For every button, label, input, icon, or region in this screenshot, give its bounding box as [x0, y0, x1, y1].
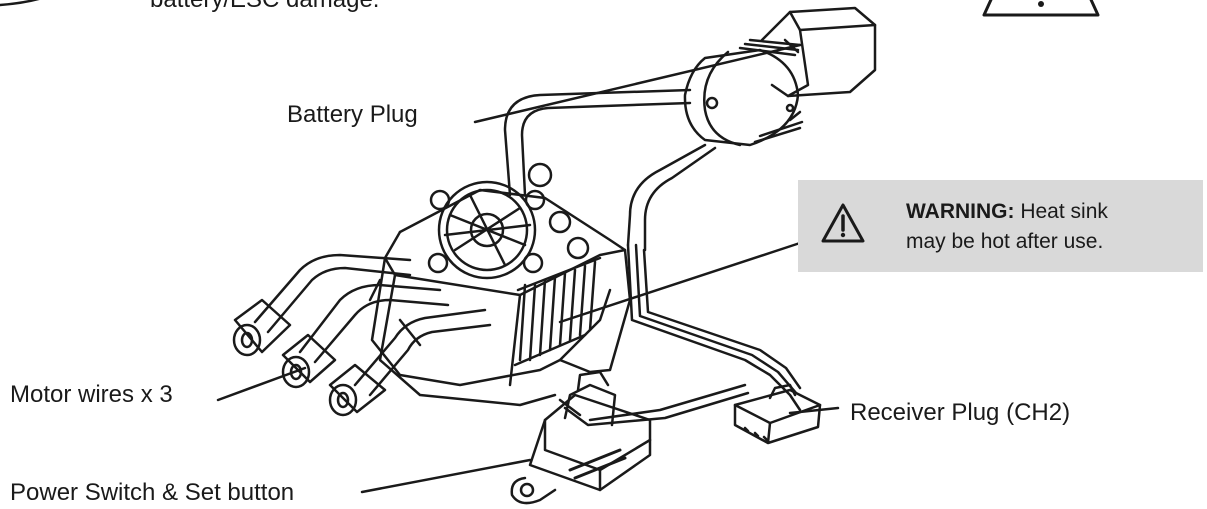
label-motor-wires: Motor wires x 3: [10, 381, 173, 408]
label-battery-plug: Battery Plug: [287, 101, 418, 128]
motor-wires: [232, 253, 492, 417]
warning-box: WARNING: Heat sink may be hot after use.: [798, 180, 1203, 272]
warning-text: WARNING: Heat sink may be hot after use.: [906, 197, 1108, 257]
label-power-switch: Power Switch & Set button: [10, 479, 295, 506]
warning-leader: [558, 241, 802, 324]
battery-plug: [683, 6, 877, 147]
esc-body: [370, 162, 632, 407]
battery-plug-leader: [473, 43, 802, 124]
receiver-plug-leader: [788, 406, 840, 415]
warning-icon: [821, 203, 865, 243]
motor-wires-leader: [216, 366, 307, 402]
top-text: battery/ESC damage.: [150, 0, 379, 14]
warning-line2: may be hot after use.: [906, 230, 1104, 253]
warning-triangle-icon: [982, 0, 1100, 17]
label-receiver-plug: Receiver Plug (CH2): [850, 399, 1071, 426]
power-switch-leader: [360, 458, 532, 494]
warning-heading: WARNING:: [906, 200, 1015, 223]
warning-line1: Heat sink: [1014, 200, 1108, 223]
power-switch: [510, 370, 652, 505]
receiver-plug: [733, 383, 822, 445]
